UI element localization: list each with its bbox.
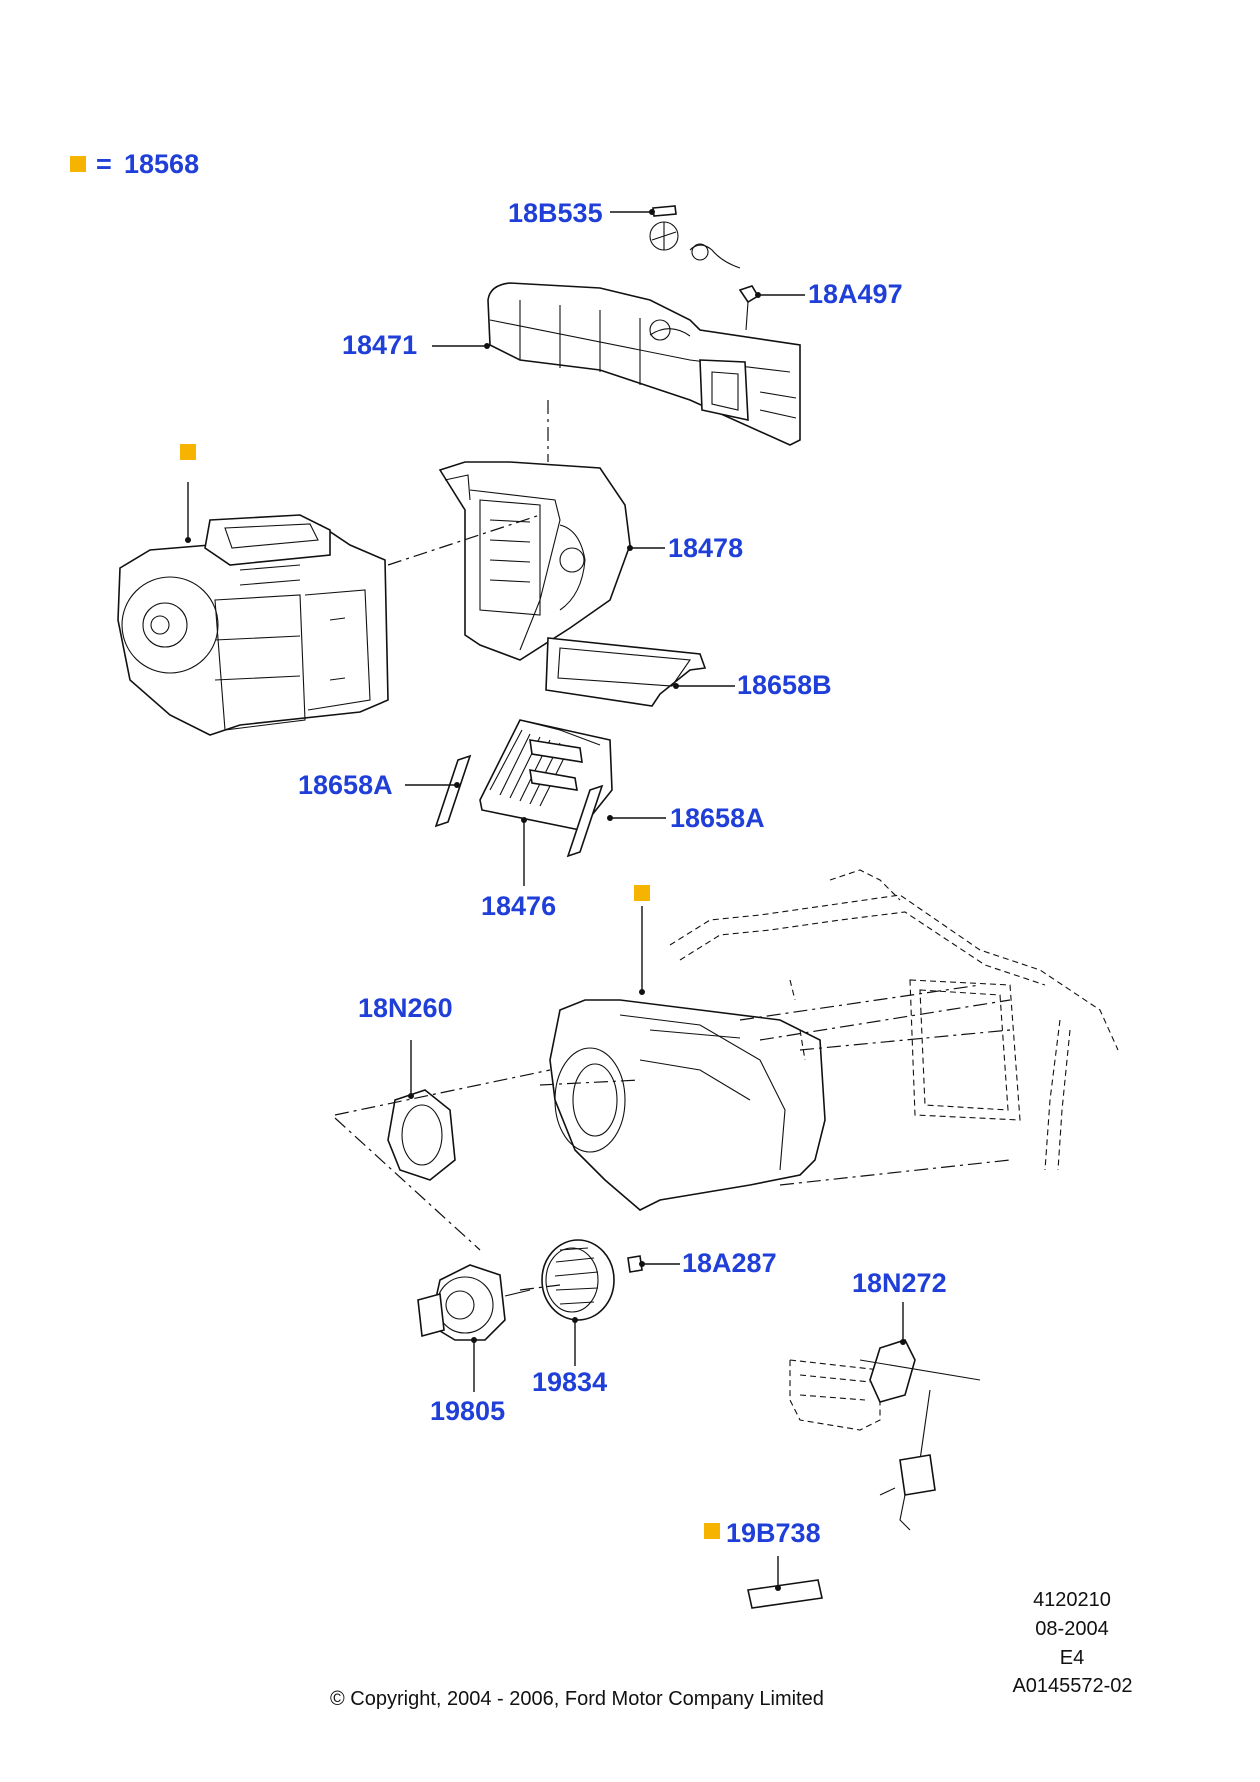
label-18A287[interactable]: 18A287 [682, 1248, 777, 1278]
part-19B738-drawing [747, 1579, 823, 1609]
part-18568-assembly-drawing [117, 514, 389, 736]
part-18N272-drawing [789, 1339, 981, 1531]
label-18476[interactable]: 18476 [481, 891, 557, 921]
legend-marker [70, 156, 86, 172]
label-18B535[interactable]: 18B535 [508, 198, 603, 228]
marker-19B738 [704, 1523, 720, 1539]
part-18476-drawing [479, 719, 613, 831]
part-18471-drawing [487, 282, 801, 446]
part-18658B-drawing [545, 637, 707, 707]
part-18A497-drawing [738, 285, 760, 331]
label-18658B[interactable]: 18658B [737, 670, 832, 700]
legend-code[interactable]: 18568 [124, 149, 200, 179]
part-18N260-drawing [387, 1089, 456, 1181]
label-18478[interactable]: 18478 [668, 533, 744, 563]
label-19805[interactable]: 19805 [430, 1396, 506, 1426]
label-19B738[interactable]: 19B738 [726, 1518, 821, 1548]
meta-ref: 4120210 [1033, 1589, 1111, 1611]
meta-date: 08-2004 [1035, 1618, 1109, 1640]
part-18A287-drawing [627, 1255, 643, 1273]
label-19834[interactable]: 19834 [532, 1367, 608, 1397]
label-18N260[interactable]: 18N260 [358, 993, 453, 1023]
marker-18568-upper [180, 444, 196, 460]
meta-code: E4 [1059, 1647, 1085, 1669]
part-blower-housing-drawing [549, 999, 826, 1211]
firewall-outline-drawing [669, 869, 1119, 1171]
leader-lines [185, 209, 906, 1591]
meta-illustration: A0145572-02 [1012, 1675, 1133, 1697]
assembly-dash-lines [334, 400, 1011, 1291]
part-18478-drawing [438, 461, 631, 661]
part-19834-drawing [541, 1239, 615, 1321]
part-19805-drawing [417, 1264, 531, 1341]
legend-equals: = [96, 149, 112, 179]
label-18471[interactable]: 18471 [342, 330, 418, 360]
part-18658A-left-drawing [434, 754, 472, 828]
part-18B535-drawing [649, 205, 741, 269]
marker-18568-lower [634, 885, 650, 901]
label-18658A-right[interactable]: 18658A [670, 803, 765, 833]
label-18N272[interactable]: 18N272 [852, 1268, 947, 1298]
label-18658A-left[interactable]: 18658A [298, 770, 393, 800]
part-18658A-right-drawing [566, 784, 604, 858]
copyright: © Copyright, 2004 - 2006, Ford Motor Com… [330, 1688, 824, 1710]
label-18A497[interactable]: 18A497 [808, 279, 903, 309]
